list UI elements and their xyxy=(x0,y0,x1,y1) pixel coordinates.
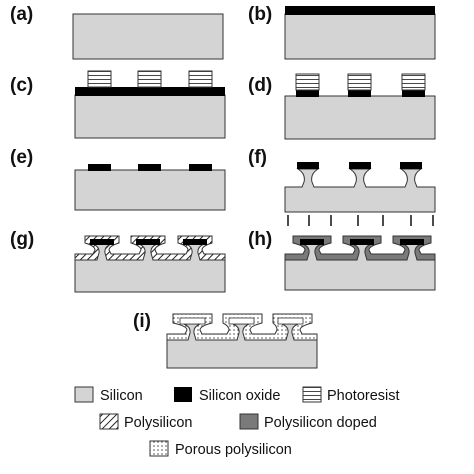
panel-h-oxide-2 xyxy=(350,239,374,245)
panel-e-oxide-1 xyxy=(88,164,111,171)
legend-item-silicon-oxide: Silicon oxide xyxy=(174,387,280,404)
panel-g-oxide-3 xyxy=(183,239,207,245)
legend-swatch-silicon xyxy=(74,386,94,403)
panel-e-oxide-3 xyxy=(189,164,212,171)
panel-h-doping-marks xyxy=(287,215,434,226)
legend-label-silicon: Silicon xyxy=(100,388,143,404)
panel-a: (a) xyxy=(10,4,224,60)
legend-swatch-polysilicon xyxy=(99,413,119,430)
legend-swatch-polysilicon-doped xyxy=(239,413,259,430)
panel-b: (b) xyxy=(248,4,436,60)
panel-e-silicon xyxy=(74,169,226,211)
panel-f-oxide-2 xyxy=(349,162,371,169)
panel-g: (g) xyxy=(10,229,226,293)
panel-h-oxide-1 xyxy=(300,239,324,245)
panel-a-label: (a) xyxy=(10,4,33,25)
panel-f: (f) xyxy=(248,147,436,213)
panel-c-photoresist-1 xyxy=(87,70,112,88)
panel-g-oxide-2 xyxy=(136,239,160,245)
legend-item-photoresist: Photoresist xyxy=(302,386,400,404)
panel-h-label: (h) xyxy=(248,229,272,250)
panel-c-photoresist-2 xyxy=(137,70,162,88)
legend-label-silicon-oxide: Silicon oxide xyxy=(199,388,280,404)
panel-d-label: (d) xyxy=(248,75,272,96)
panel-a-silicon xyxy=(72,13,224,60)
panel-c-oxide-layer xyxy=(75,87,225,96)
panel-c-silicon xyxy=(74,94,226,139)
panel-g-oxide-1 xyxy=(90,239,114,245)
panel-e-label: (e) xyxy=(10,147,33,168)
panel-f-label: (f) xyxy=(248,147,267,168)
panel-d-photoresist-2 xyxy=(347,73,372,91)
panel-g-label: (g) xyxy=(10,229,34,250)
legend-item-polysilicon: Polysilicon xyxy=(99,413,193,431)
panel-i-cavity-3 xyxy=(277,317,304,325)
panel-d-photoresist-1 xyxy=(295,73,320,91)
panel-c: (c) xyxy=(10,70,226,139)
panel-d-silicon xyxy=(284,95,436,140)
legend-label-polysilicon: Polysilicon xyxy=(124,415,193,431)
panel-c-photoresist-3 xyxy=(188,70,213,88)
panel-f-oxide-3 xyxy=(400,162,422,169)
panel-i-cavity-2 xyxy=(228,317,255,325)
legend-item-porous-polysilicon: Porous polysilicon xyxy=(149,440,292,458)
panel-f-silicon-pillars xyxy=(284,168,436,213)
panel-b-oxide-layer xyxy=(285,6,435,15)
panel-i: (i) xyxy=(133,311,318,369)
legend-swatch-silicon-oxide xyxy=(174,387,192,402)
legend-swatch-photoresist xyxy=(302,386,322,403)
panel-c-label: (c) xyxy=(10,75,33,96)
panel-b-silicon xyxy=(284,13,436,60)
panel-d: (d) xyxy=(248,73,436,140)
panel-h-oxide-3 xyxy=(400,239,424,245)
panel-e: (e) xyxy=(10,147,226,211)
panel-h: (h) xyxy=(248,215,436,291)
panel-d-photoresist-3 xyxy=(401,73,426,91)
panel-d-oxide-1 xyxy=(296,90,319,97)
panel-b-label: (b) xyxy=(248,4,272,25)
panel-i-label: (i) xyxy=(133,311,151,332)
panel-i-cavity-1 xyxy=(179,317,206,325)
panel-e-oxide-2 xyxy=(138,164,161,171)
legend-swatch-porous-polysilicon xyxy=(149,440,169,457)
legend: Silicon Silicon oxide Photoresist Polysi… xyxy=(74,386,400,458)
legend-item-polysilicon-doped: Polysilicon doped xyxy=(239,413,377,431)
legend-label-photoresist: Photoresist xyxy=(327,388,400,404)
panel-d-oxide-3 xyxy=(402,90,425,97)
legend-label-polysilicon-doped: Polysilicon doped xyxy=(264,415,377,431)
panel-d-oxide-2 xyxy=(348,90,371,97)
panel-f-oxide-1 xyxy=(297,162,319,169)
legend-label-porous-polysilicon: Porous polysilicon xyxy=(175,442,292,458)
legend-item-silicon: Silicon xyxy=(74,386,143,404)
